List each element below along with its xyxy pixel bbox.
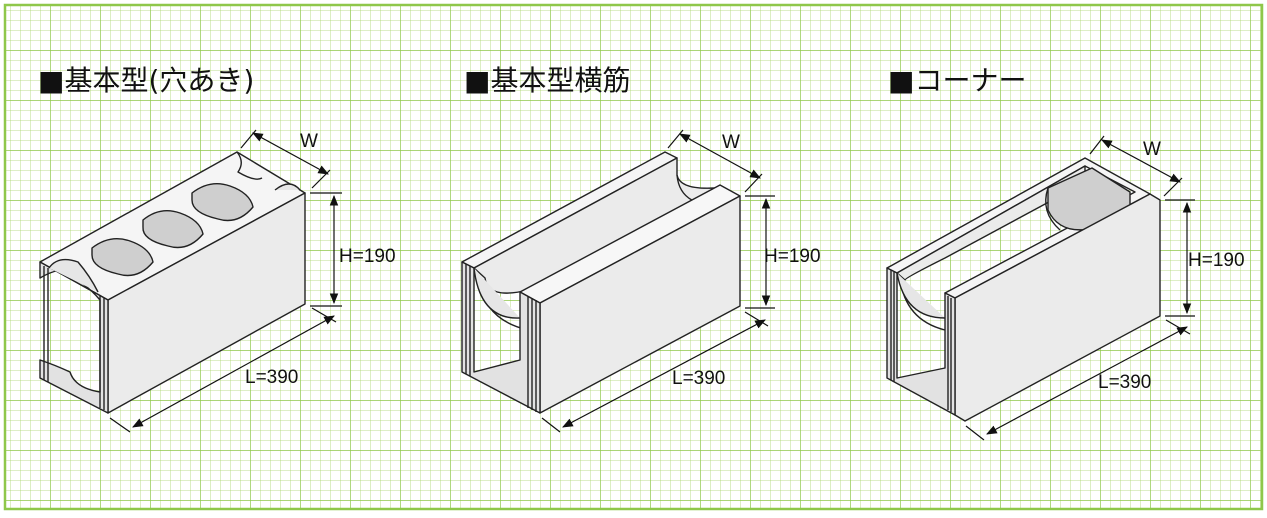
block-hole: [91, 238, 154, 277]
dimensions-panel-2: [541, 129, 775, 433]
length-label: L=390: [1098, 372, 1151, 393]
panel-title-basic-perforated: ■基本型(穴あき): [38, 64, 255, 97]
panel-title-basic-horizontal: ■基本型横筋: [464, 64, 631, 97]
block-hole: [142, 210, 204, 249]
dimensions-panel-3: [965, 135, 1195, 441]
height-label: H=190: [764, 246, 821, 267]
width-label: W: [722, 132, 740, 153]
length-label: L=390: [672, 368, 725, 389]
block-end-face: [461, 261, 541, 414]
length-label: L=390: [245, 367, 298, 388]
height-label: H=190: [339, 246, 396, 267]
width-label: W: [300, 131, 318, 152]
block-end-face: [886, 267, 956, 416]
width-label: W: [1143, 139, 1161, 160]
block-hole: [191, 183, 254, 222]
height-label: H=190: [1188, 250, 1245, 271]
dimensions-panel-1: [109, 129, 342, 433]
panel-title-corner: ■コーナー: [888, 64, 1027, 97]
